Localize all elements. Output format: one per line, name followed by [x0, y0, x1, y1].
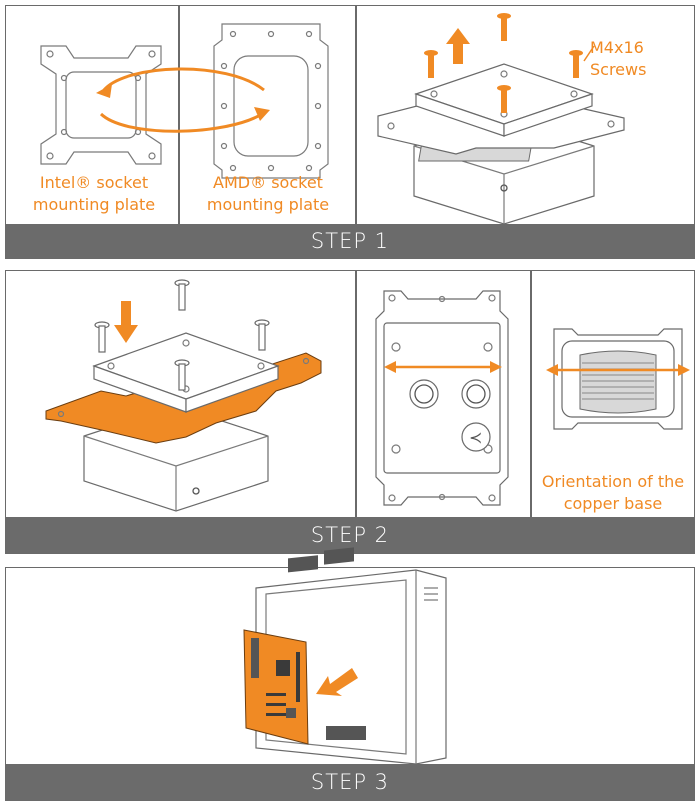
- step-2-illustration: ≺: [45, 279, 690, 512]
- screw-icon: [424, 50, 438, 78]
- screw-icon: [94, 321, 110, 353]
- double-arrow-icon: [546, 364, 690, 376]
- amd-plate-label: AMD® socket mounting plate: [206, 173, 330, 214]
- screw-icon: [254, 319, 270, 351]
- screw-icon: [174, 359, 190, 391]
- step-1-illustration: [40, 13, 625, 225]
- divider: [530, 271, 532, 519]
- step-3-illustration: [243, 547, 447, 765]
- screws-label: M4x16 Screws: [590, 38, 647, 79]
- double-arrow-icon: [384, 361, 502, 373]
- step-1-title: STEP 1: [6, 224, 694, 258]
- copper-base-icon: [553, 328, 683, 430]
- motherboard-icon: [243, 629, 309, 745]
- orientation-label: Orientation of the copper base: [541, 472, 685, 513]
- divider: [355, 271, 357, 519]
- down-arrow-icon: [114, 301, 138, 343]
- step-3-panel: STEP 3: [5, 547, 695, 801]
- screw-icon: [497, 85, 511, 113]
- screw-icon: [174, 279, 190, 311]
- block-top-view-icon: ≺: [375, 290, 509, 506]
- intel-plate-label: Intel® socket mounting plate: [32, 173, 156, 214]
- lift-arrow-icon: [446, 28, 470, 64]
- intel-mounting-plate-icon: [40, 45, 162, 165]
- divider: [355, 6, 357, 224]
- screw-icon: [497, 13, 511, 41]
- swap-arrows-icon: [96, 67, 270, 133]
- svg-text:≺: ≺: [469, 428, 482, 447]
- insert-arrow-icon: [316, 668, 358, 696]
- step-3-title: STEP 3: [6, 764, 694, 800]
- divider: [178, 6, 180, 224]
- step-1-panel: Intel® socket mounting plate AMD® socket…: [5, 5, 695, 259]
- step-2-panel: ≺ Orientation of the copper bas: [5, 270, 695, 554]
- screw-icon: [569, 50, 583, 78]
- amd-mounting-plate-icon: [213, 23, 329, 179]
- step-2-title: STEP 2: [6, 517, 694, 553]
